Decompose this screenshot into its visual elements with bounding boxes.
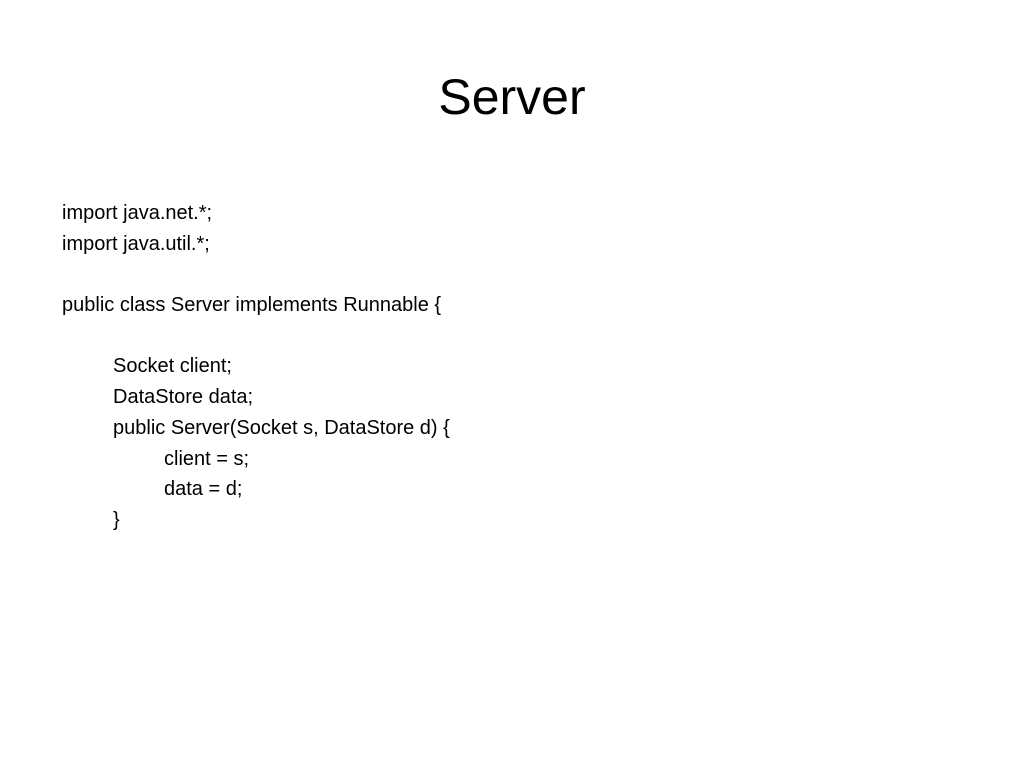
code-body: import java.net.*; import java.util.*; p… bbox=[62, 198, 962, 536]
code-line: client = s; bbox=[164, 447, 250, 470]
slide-title: Server bbox=[438, 69, 586, 125]
code-line: public Server(Socket s, DataStore d) { bbox=[113, 416, 450, 439]
code-line: Socket client; bbox=[113, 355, 232, 378]
code-line: } bbox=[113, 508, 120, 531]
code-line bbox=[62, 321, 962, 352]
code-line: data = d; bbox=[164, 478, 243, 501]
code-line: DataStore data; bbox=[113, 386, 254, 409]
code-line: import java.net.*; bbox=[62, 202, 213, 224]
code-line bbox=[62, 259, 962, 290]
code-line: public class Server implements Runnable … bbox=[62, 294, 442, 317]
code-line: import java.util.*; bbox=[62, 232, 210, 255]
